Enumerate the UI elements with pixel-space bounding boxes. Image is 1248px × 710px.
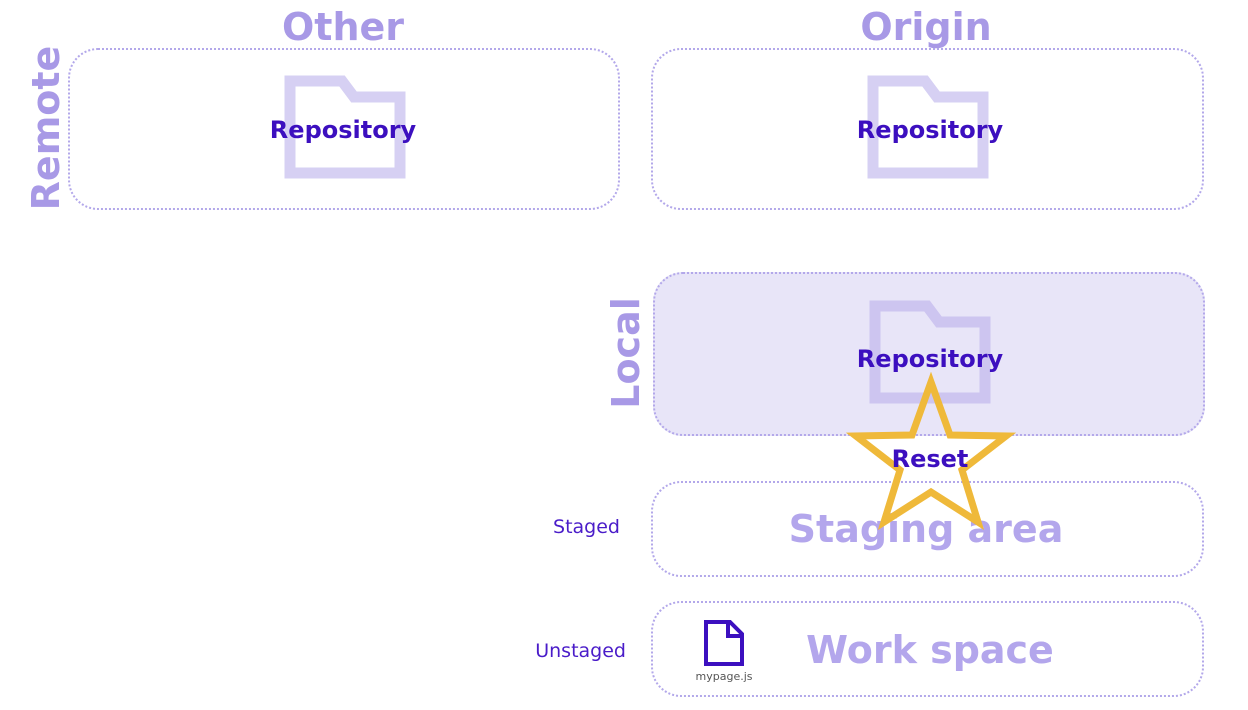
local-label: Local — [604, 297, 648, 409]
workspace-box — [651, 601, 1204, 697]
staging-area-box — [651, 481, 1204, 577]
staged-label: Staged — [553, 516, 620, 538]
other-title: Other — [281, 5, 405, 49]
local-repository-box — [653, 272, 1205, 436]
staging-area-label: Staging area — [788, 507, 1064, 551]
remote-label: Remote — [24, 45, 68, 211]
file-icon — [704, 620, 744, 666]
folder-icon — [284, 75, 406, 179]
star-icon — [846, 372, 1016, 531]
origin-repository-label: Repository — [856, 116, 1004, 144]
other-repository-label: Repository — [269, 116, 417, 144]
folder-icon — [869, 300, 991, 404]
workspace-label: Work space — [806, 628, 1054, 672]
file-name: mypage.js — [695, 670, 753, 683]
folder-icon — [867, 75, 989, 179]
reset-label: Reset — [891, 445, 969, 473]
unstaged-label: Unstaged — [535, 640, 626, 662]
origin-title: Origin — [860, 5, 992, 49]
other-remote-box — [68, 48, 620, 210]
local-repository-label: Repository — [856, 345, 1004, 373]
origin-remote-box — [651, 48, 1204, 210]
